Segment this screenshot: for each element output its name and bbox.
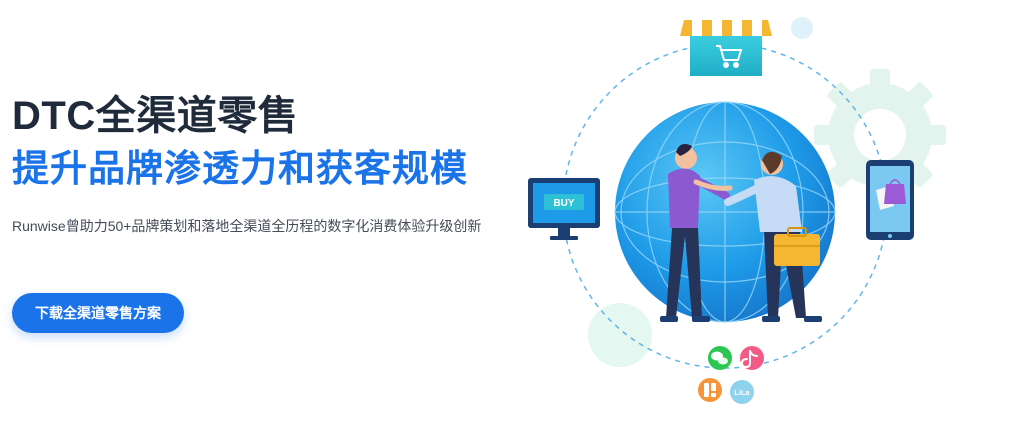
hero-title: DTC全渠道零售 [12, 94, 299, 138]
bg-blob-bottom [588, 303, 652, 367]
shopping-cart-icon [716, 45, 743, 68]
buy-label: BUY [553, 198, 574, 209]
monitor-icon: BUY [528, 178, 600, 240]
person-right-figure [724, 151, 822, 322]
douyin-icon [740, 346, 764, 370]
omnichannel-illustration: BUY [520, 0, 1024, 433]
illustration-svg: BUY [528, 17, 946, 404]
hero-text: DTC全渠道零售 提升品牌渗透力和获客规模 Runwise曾助力50+品牌策划和… [12, 92, 532, 236]
download-solution-button[interactable]: 下载全渠道零售方案 [12, 293, 184, 333]
shopping-bag-icon [876, 179, 906, 210]
person-left-figure [660, 144, 733, 322]
orange-app-icon [698, 378, 722, 402]
hero-description: Runwise曾助力50+品牌策划和落地全渠道全历程的数字化消费体验升级创新 [12, 218, 482, 234]
tablet-icon [866, 160, 914, 240]
lila-label: LiLa [734, 388, 750, 397]
briefcase-icon [774, 227, 820, 266]
wechat-icon [708, 346, 732, 370]
hero-subtitle: 提升品牌渗透力和获客规模 [12, 148, 468, 189]
storefront-icon [680, 20, 772, 76]
lila-app-icon: LiLa [730, 380, 754, 404]
bg-circle-small [791, 17, 813, 39]
